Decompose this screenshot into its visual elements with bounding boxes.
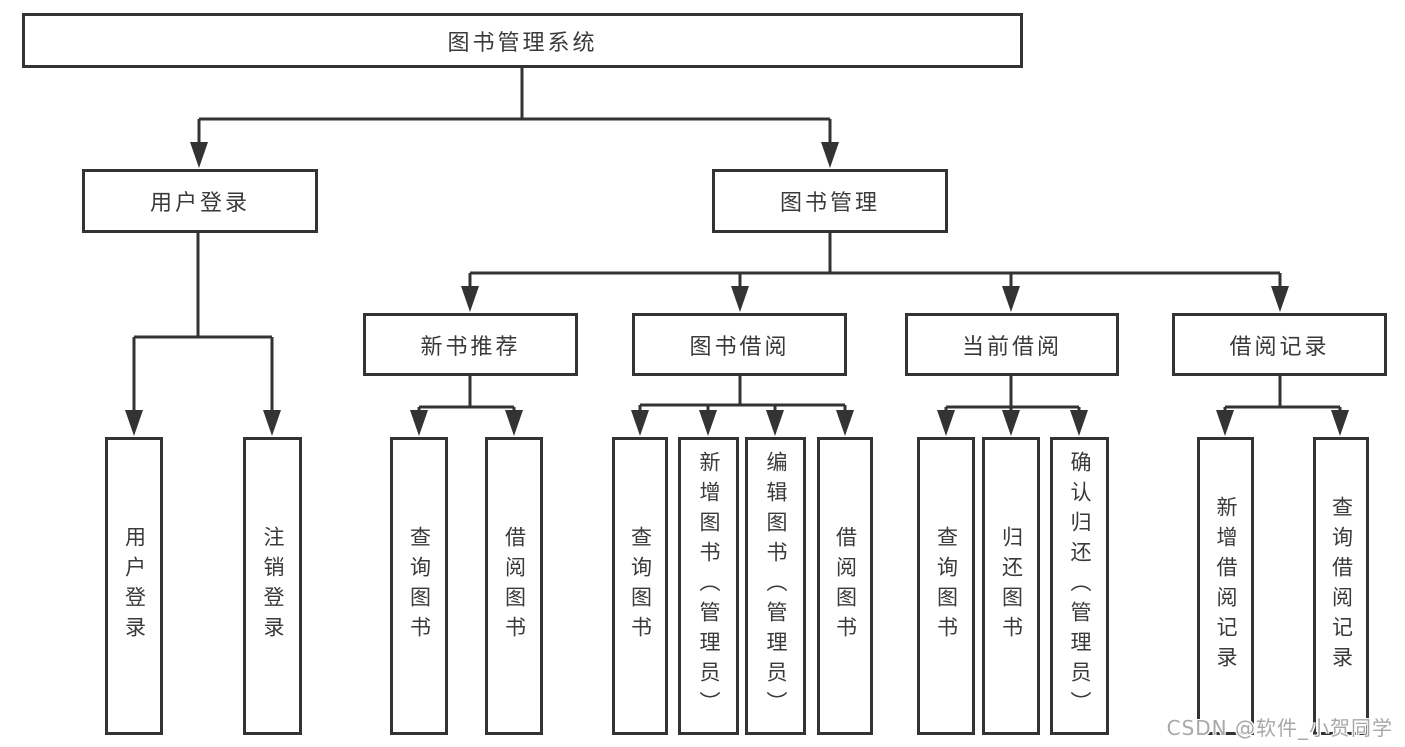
leaf-user-login-label: 用户登录	[122, 526, 147, 646]
node-new-book-recommend: 新书推荐	[363, 313, 578, 376]
leaf-return-book-label: 归还图书	[999, 526, 1024, 646]
leaf-query-books-borrow-label: 查询图书	[628, 526, 653, 646]
node-book-management: 图书管理	[712, 169, 948, 233]
leaf-query-books-borrow: 查询图书	[612, 437, 668, 735]
leaf-add-borrow-record: 新增借阅记录	[1197, 437, 1254, 735]
leaf-query-books-recommend-label: 查询图书	[407, 526, 432, 646]
node-current-borrow: 当前借阅	[905, 313, 1119, 376]
node-user-login: 用户登录	[82, 169, 318, 233]
connector-mgmt-to-level3	[461, 233, 1289, 312]
leaf-borrow-books-recommend: 借阅图书	[485, 437, 543, 735]
csdn-watermark: CSDN @软件_小贺同学	[1166, 716, 1393, 740]
leaf-query-books-recommend: 查询图书	[390, 437, 448, 735]
node-book-borrow: 图书借阅	[632, 313, 847, 376]
node-borrow-records: 借阅记录	[1172, 313, 1387, 376]
leaf-confirm-return-admin-label: 确认归还（管理员）	[1068, 451, 1092, 721]
leaf-return-book: 归还图书	[982, 437, 1040, 735]
leaf-add-borrow-record-label: 新增借阅记录	[1214, 496, 1238, 676]
leaf-add-book-admin-label: 新增图书（管理员）	[697, 451, 721, 721]
leaf-user-login: 用户登录	[105, 437, 163, 735]
leaf-logout: 注销登录	[243, 437, 302, 735]
leaf-query-books-current: 查询图书	[917, 437, 975, 735]
connector-borrow-to-leaves	[631, 376, 854, 436]
leaf-borrow-books-recommend-label: 借阅图书	[502, 526, 527, 646]
leaf-edit-book-admin-label: 编辑图书（管理员）	[764, 451, 788, 721]
connector-records-to-leaves	[1216, 376, 1349, 436]
leaf-confirm-return-admin: 确认归还（管理员）	[1050, 437, 1109, 735]
node-root-system: 图书管理系统	[22, 13, 1023, 68]
connector-newbook-to-leaves	[410, 376, 523, 436]
leaf-query-borrow-record: 查询借阅记录	[1313, 437, 1369, 735]
connector-login-to-leaves	[125, 233, 281, 436]
connector-current-to-leaves	[937, 376, 1088, 436]
leaf-query-borrow-record-label: 查询借阅记录	[1329, 496, 1354, 676]
leaf-add-book-admin: 新增图书（管理员）	[678, 437, 739, 735]
connector-root-to-level2	[190, 67, 839, 168]
leaf-logout-label: 注销登录	[261, 526, 285, 646]
leaf-query-books-current-label: 查询图书	[934, 526, 959, 646]
leaf-borrow-books: 借阅图书	[817, 437, 873, 735]
leaf-edit-book-admin: 编辑图书（管理员）	[745, 437, 806, 735]
leaf-borrow-books-label: 借阅图书	[833, 526, 858, 646]
